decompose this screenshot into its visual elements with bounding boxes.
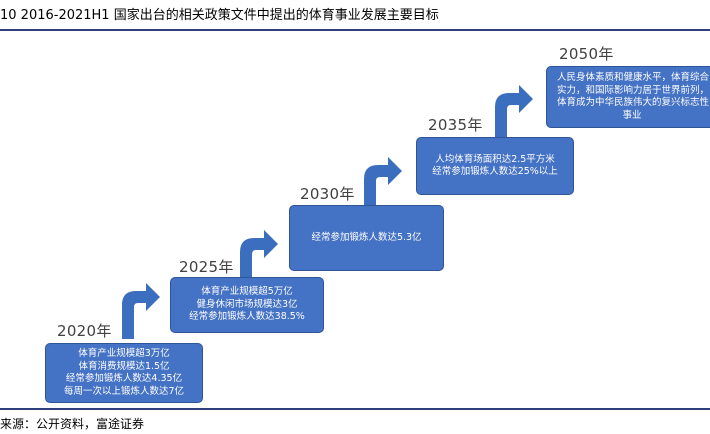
year-label-2050: 2050年 [559,45,614,63]
goal-box-2025: 体育产业规模超5万亿 健身休闲市场规模达3亿 经常参加锻炼人数达38.5% [170,277,324,333]
goal-box-2050: 人民身体素质和健康水平，体育综合 实力，和国际影响力居于世界前列， 体育成为中华… [546,66,710,128]
title-divider [0,29,710,31]
goal-line: 人民身体素质和健康水平，体育综合 [557,72,710,83]
page-title: 10 2016-2021H1 国家出台的相关政策文件中提出的体育事业发展主要目标 [0,8,439,23]
goal-line: 实力，和国际影响力居于世界前列， [557,84,710,96]
year-label-2020: 2020年 [57,322,112,340]
goal-line: 体育成为中华民族伟大的复兴标志性 [557,97,710,108]
year-label-2030: 2030年 [300,185,355,203]
goal-line: 健身休闲市场规模达3亿 [196,298,298,310]
goal-box-2035: 人均体育场面积达2.5平方米 经常参加锻炼人数达25%以上 [416,137,574,195]
goal-line: 体育消费规模达1.5亿 [78,360,170,372]
goal-line: 经常参加锻炼人数达4.35亿 [65,373,183,384]
goal-line: 经常参加锻炼人数达25%以上 [432,166,558,177]
source-note: 来源：公开资料，富途证券 [0,417,145,431]
goal-box-2030: 经常参加锻炼人数达5.3亿 [289,205,444,271]
step-arrow-1 [122,283,160,339]
year-label-2025: 2025年 [179,258,234,276]
goal-line: 事业 [622,109,642,121]
goal-line: 体育产业规模超5万亿 [201,286,293,298]
goal-line: 体育产业规模超3万亿 [78,348,170,359]
step-arrow-4 [495,85,533,141]
year-label-2035: 2035年 [428,116,483,134]
goal-line: 每周一次以上锻炼人数达7亿 [63,385,185,397]
goal-line: 经常参加锻炼人数达5.3亿 [311,231,422,243]
goal-line: 人均体育场面积达2.5平方米 [435,153,555,165]
goal-box-2020: 体育产业规模超3万亿 体育消费规模达1.5亿 经常参加锻炼人数达4.35亿 每周… [45,343,203,403]
footer-divider [0,408,710,410]
goal-line: 经常参加锻炼人数达38.5% [189,311,305,323]
